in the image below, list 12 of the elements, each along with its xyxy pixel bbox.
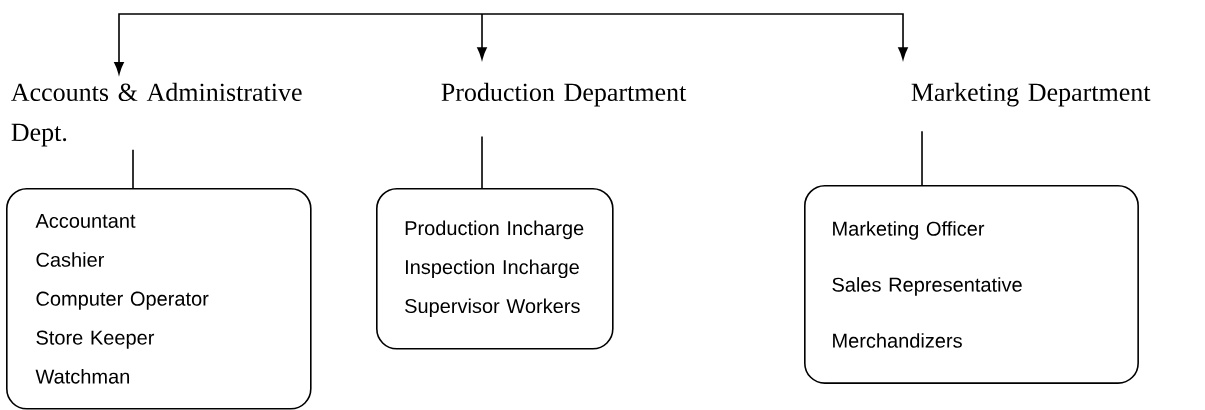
connector-line xyxy=(921,130,923,186)
role-list-box: Marketing Officer Sales Representative Merchandizers xyxy=(804,185,1139,384)
connector-line xyxy=(132,149,134,189)
arrow xyxy=(477,13,487,60)
arrow xyxy=(114,13,483,75)
connector-line xyxy=(481,135,483,189)
department-heading: Accounts & Administrative Dept. xyxy=(11,82,302,147)
role-list-box: Production Incharge Inspection Incharge Supervisor Workers xyxy=(376,188,614,350)
arrow xyxy=(481,13,908,60)
department-heading: Marketing Department xyxy=(911,82,1151,107)
department-heading: Production Department xyxy=(441,82,687,107)
role-list-box: Accountant Cashier Computer Operator Store Keeper Watchman xyxy=(6,188,312,410)
